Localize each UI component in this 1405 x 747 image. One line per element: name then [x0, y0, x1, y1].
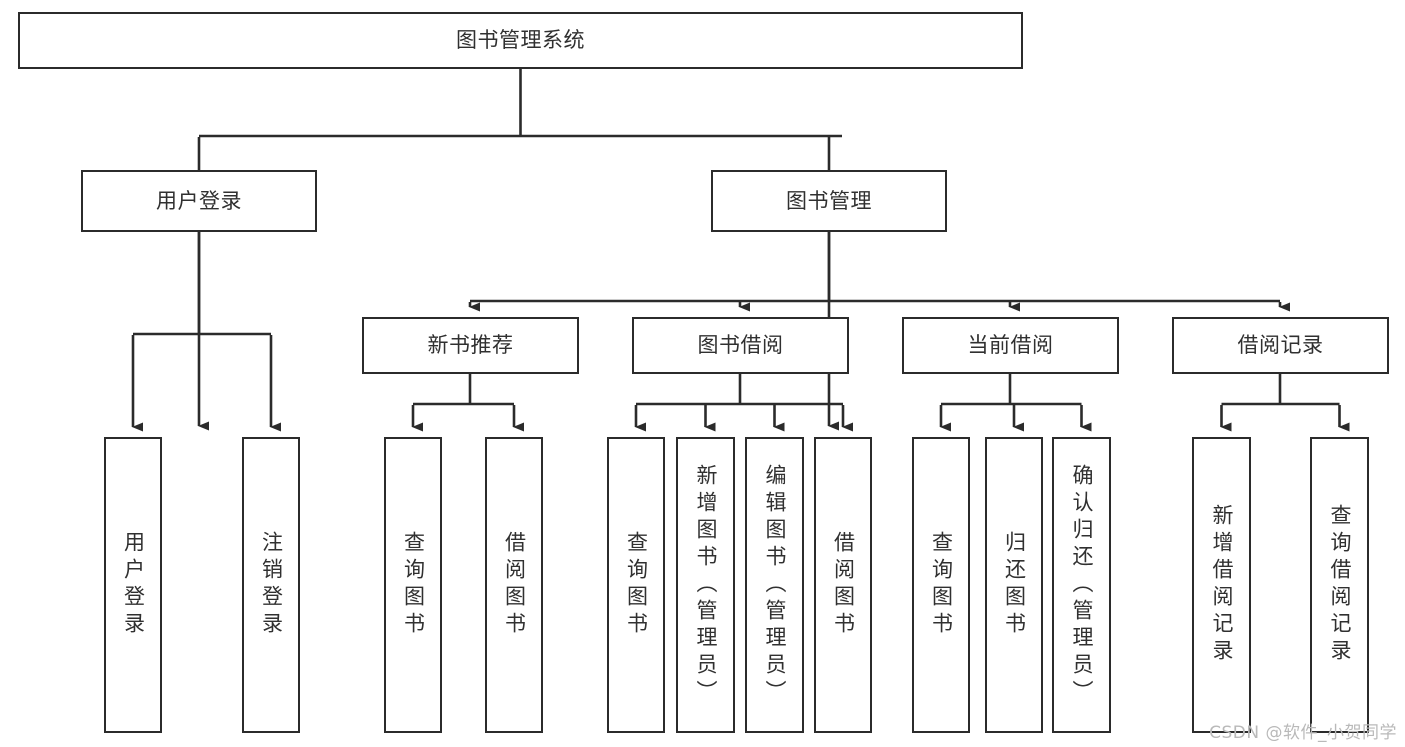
- edges-current-borrow-to-leaves: [939, 374, 1092, 432]
- node-book-borrow[interactable]: 图书借阅: [632, 317, 849, 374]
- node-leaf-add-record[interactable]: 新增借阅记录: [1192, 437, 1251, 733]
- node-leaf-add-book[interactable]: 新增图书（管理员）: [676, 437, 735, 733]
- node-leaf-query-book-1[interactable]: 查询图书: [384, 437, 442, 733]
- node-user-login[interactable]: 用户登录: [81, 170, 317, 232]
- node-borrow-record[interactable]: 借阅记录: [1172, 317, 1389, 374]
- node-leaf-add-book-label: 新增图书（管理员）: [694, 463, 718, 707]
- node-leaf-query-book-3-label: 查询图书: [929, 531, 954, 639]
- node-leaf-query-book-3[interactable]: 查询图书: [912, 437, 970, 733]
- node-user-login-label: 用户登录: [156, 188, 242, 213]
- node-book-borrow-label: 图书借阅: [697, 333, 784, 358]
- node-leaf-query-record[interactable]: 查询借阅记录: [1310, 437, 1369, 733]
- node-leaf-borrow-book-1-label: 借阅图书: [502, 531, 527, 639]
- node-leaf-confirm-return[interactable]: 确认归还（管理员）: [1052, 437, 1111, 733]
- node-leaf-borrow-book-1[interactable]: 借阅图书: [485, 437, 543, 733]
- node-current-borrow[interactable]: 当前借阅: [902, 317, 1119, 374]
- node-leaf-edit-book[interactable]: 编辑图书（管理员）: [745, 437, 804, 733]
- node-leaf-return-book[interactable]: 归还图书: [985, 437, 1043, 733]
- node-leaf-user-login[interactable]: 用户登录: [104, 437, 162, 733]
- edges-book-borrow-to-leaves: [634, 374, 853, 432]
- node-leaf-edit-book-label: 编辑图书（管理员）: [763, 463, 787, 707]
- node-leaf-add-record-label: 新增借阅记录: [1210, 504, 1234, 666]
- node-book-manage[interactable]: 图书管理: [711, 170, 947, 232]
- node-new-book-recommend[interactable]: 新书推荐: [362, 317, 579, 374]
- edges-new-book-recommend-to-leaves: [411, 374, 524, 432]
- edges-borrow-record-to-leaves: [1220, 374, 1350, 432]
- node-leaf-logout-login[interactable]: 注销登录: [242, 437, 300, 733]
- node-leaf-return-book-label: 归还图书: [1002, 531, 1027, 639]
- node-leaf-user-login-label: 用户登录: [121, 531, 146, 639]
- node-root-label: 图书管理系统: [456, 28, 585, 53]
- edges-book-manage-to-level3: [468, 232, 1290, 312]
- node-new-book-recommend-label: 新书推荐: [427, 333, 514, 358]
- node-leaf-query-book-1-label: 查询图书: [401, 531, 426, 639]
- node-leaf-query-book-2-label: 查询图书: [624, 531, 649, 639]
- node-current-borrow-label: 当前借阅: [967, 333, 1054, 358]
- node-book-manage-label: 图书管理: [786, 188, 872, 213]
- edges-user-login-to-leaves: [131, 232, 281, 432]
- node-leaf-confirm-return-label: 确认归还（管理员）: [1070, 463, 1094, 707]
- node-borrow-record-label: 借阅记录: [1237, 333, 1324, 358]
- node-leaf-query-book-2[interactable]: 查询图书: [607, 437, 665, 733]
- node-root[interactable]: 图书管理系统: [18, 12, 1023, 69]
- node-leaf-borrow-book-2[interactable]: 借阅图书: [814, 437, 872, 733]
- node-leaf-borrow-book-2-label: 借阅图书: [831, 531, 856, 639]
- node-leaf-logout-login-label: 注销登录: [259, 531, 284, 639]
- node-leaf-query-record-label: 查询借阅记录: [1328, 504, 1352, 666]
